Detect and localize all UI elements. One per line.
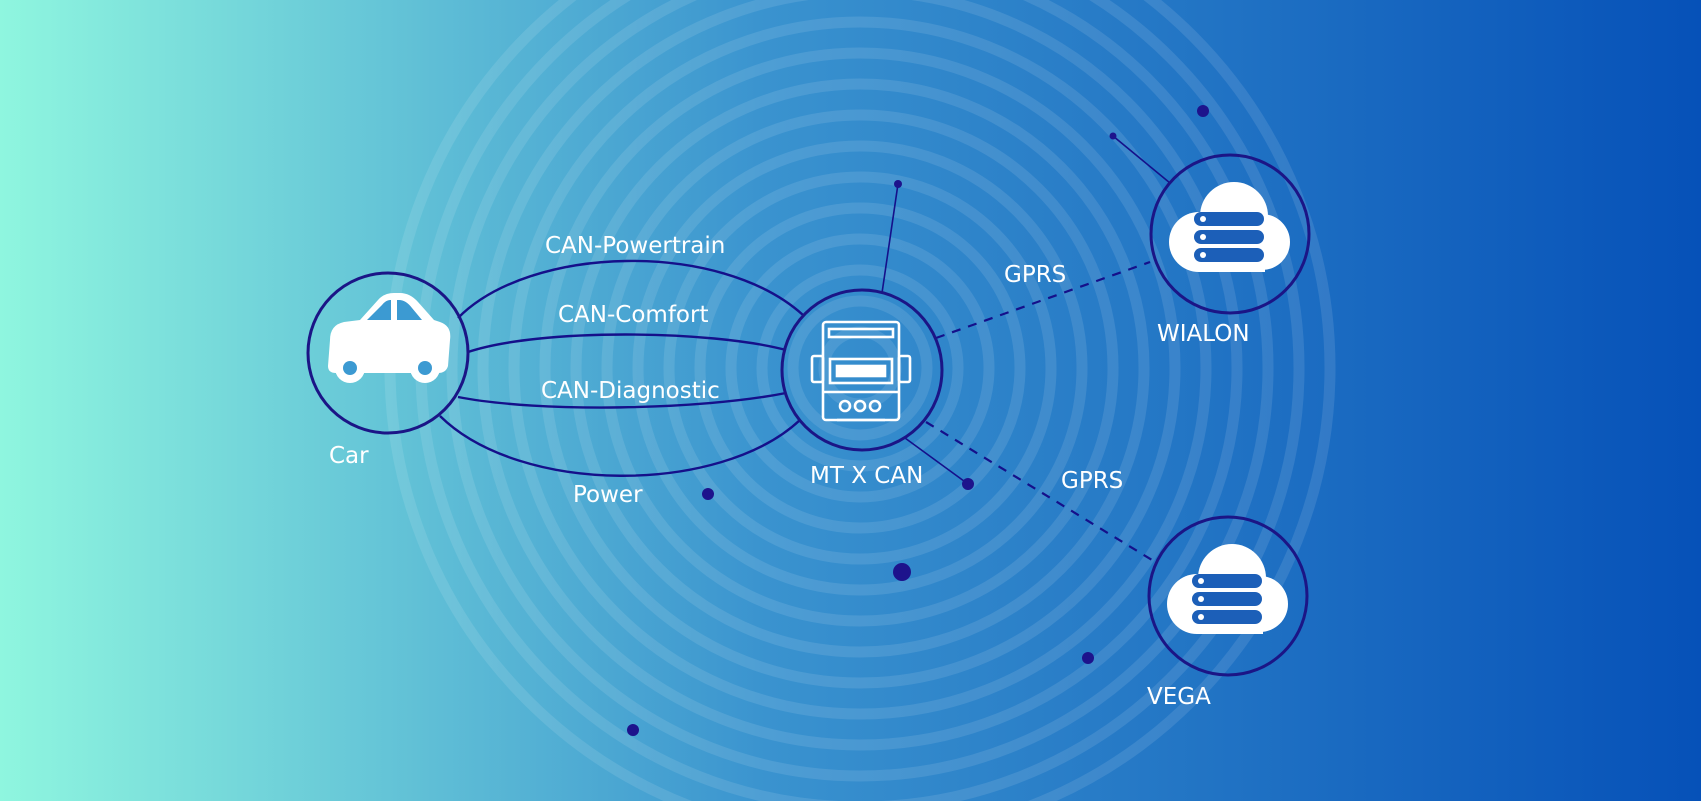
signal-rings <box>384 0 1336 801</box>
vega-node-circle <box>1147 515 1309 677</box>
wialon-node-circle <box>1149 153 1311 315</box>
vega-label: VEGA <box>1147 684 1211 710</box>
can-comfort-label: CAN-Comfort <box>558 302 708 328</box>
gprs-wialon-label: GPRS <box>1004 262 1066 288</box>
device-node-circle <box>780 288 944 452</box>
decorative-dots <box>627 105 1209 736</box>
power-link <box>439 415 801 477</box>
decor-dot <box>1082 652 1094 664</box>
signal-ring <box>725 233 995 503</box>
signal-ring <box>446 0 1274 782</box>
power-label: Power <box>573 482 643 508</box>
antenna-dot <box>962 478 974 490</box>
cloud-server-icon <box>1167 544 1288 634</box>
antenna-dot <box>894 180 902 188</box>
signal-ring <box>477 0 1243 751</box>
signal-ring <box>694 202 1026 534</box>
car-node: Car <box>306 271 470 469</box>
wialon-label: WIALON <box>1157 321 1250 347</box>
signal-ring <box>663 171 1057 565</box>
signal-ring <box>539 47 1181 689</box>
wialon-node: WIALON <box>1149 153 1311 347</box>
cloud-server-icon <box>1169 182 1290 272</box>
signal-ring <box>756 264 964 472</box>
car-node-circle <box>306 271 470 435</box>
tracker-device-icon <box>810 320 912 422</box>
gprs-wialon-link <box>935 260 1151 340</box>
device-lower-antenna <box>904 437 969 485</box>
antenna-dot <box>1109 132 1117 140</box>
signal-ring <box>787 295 933 441</box>
decor-dot <box>702 488 714 500</box>
device-node: MT X CAN <box>780 288 944 489</box>
signal-ring <box>601 109 1119 627</box>
can-links <box>439 259 804 477</box>
can-powertrain-label: CAN-Powertrain <box>545 233 725 259</box>
can-comfort-link <box>467 333 787 354</box>
signal-ring <box>632 140 1088 596</box>
antenna-dots <box>894 132 1117 490</box>
car-label: Car <box>329 443 369 469</box>
antennas <box>881 135 1171 485</box>
can-diagnostic-label: CAN-Diagnostic <box>541 378 720 404</box>
link-labels: CAN-Powertrain CAN-Comfort CAN-Diagnosti… <box>541 233 1123 508</box>
vega-node: VEGA <box>1147 515 1309 710</box>
gprs-vega-label: GPRS <box>1061 468 1123 494</box>
device-label: MT X CAN <box>810 463 923 489</box>
decor-dot <box>627 724 639 736</box>
signal-ring <box>570 78 1150 658</box>
decor-dot <box>893 563 911 581</box>
gprs-links <box>925 260 1153 561</box>
signal-ring <box>508 16 1212 720</box>
car-icon <box>328 293 451 383</box>
wialon-antenna <box>1112 135 1171 184</box>
device-antenna <box>881 183 899 294</box>
decor-dot <box>1197 105 1209 117</box>
can-diagnostic-link <box>457 391 787 409</box>
can-powertrain-link <box>457 259 804 319</box>
